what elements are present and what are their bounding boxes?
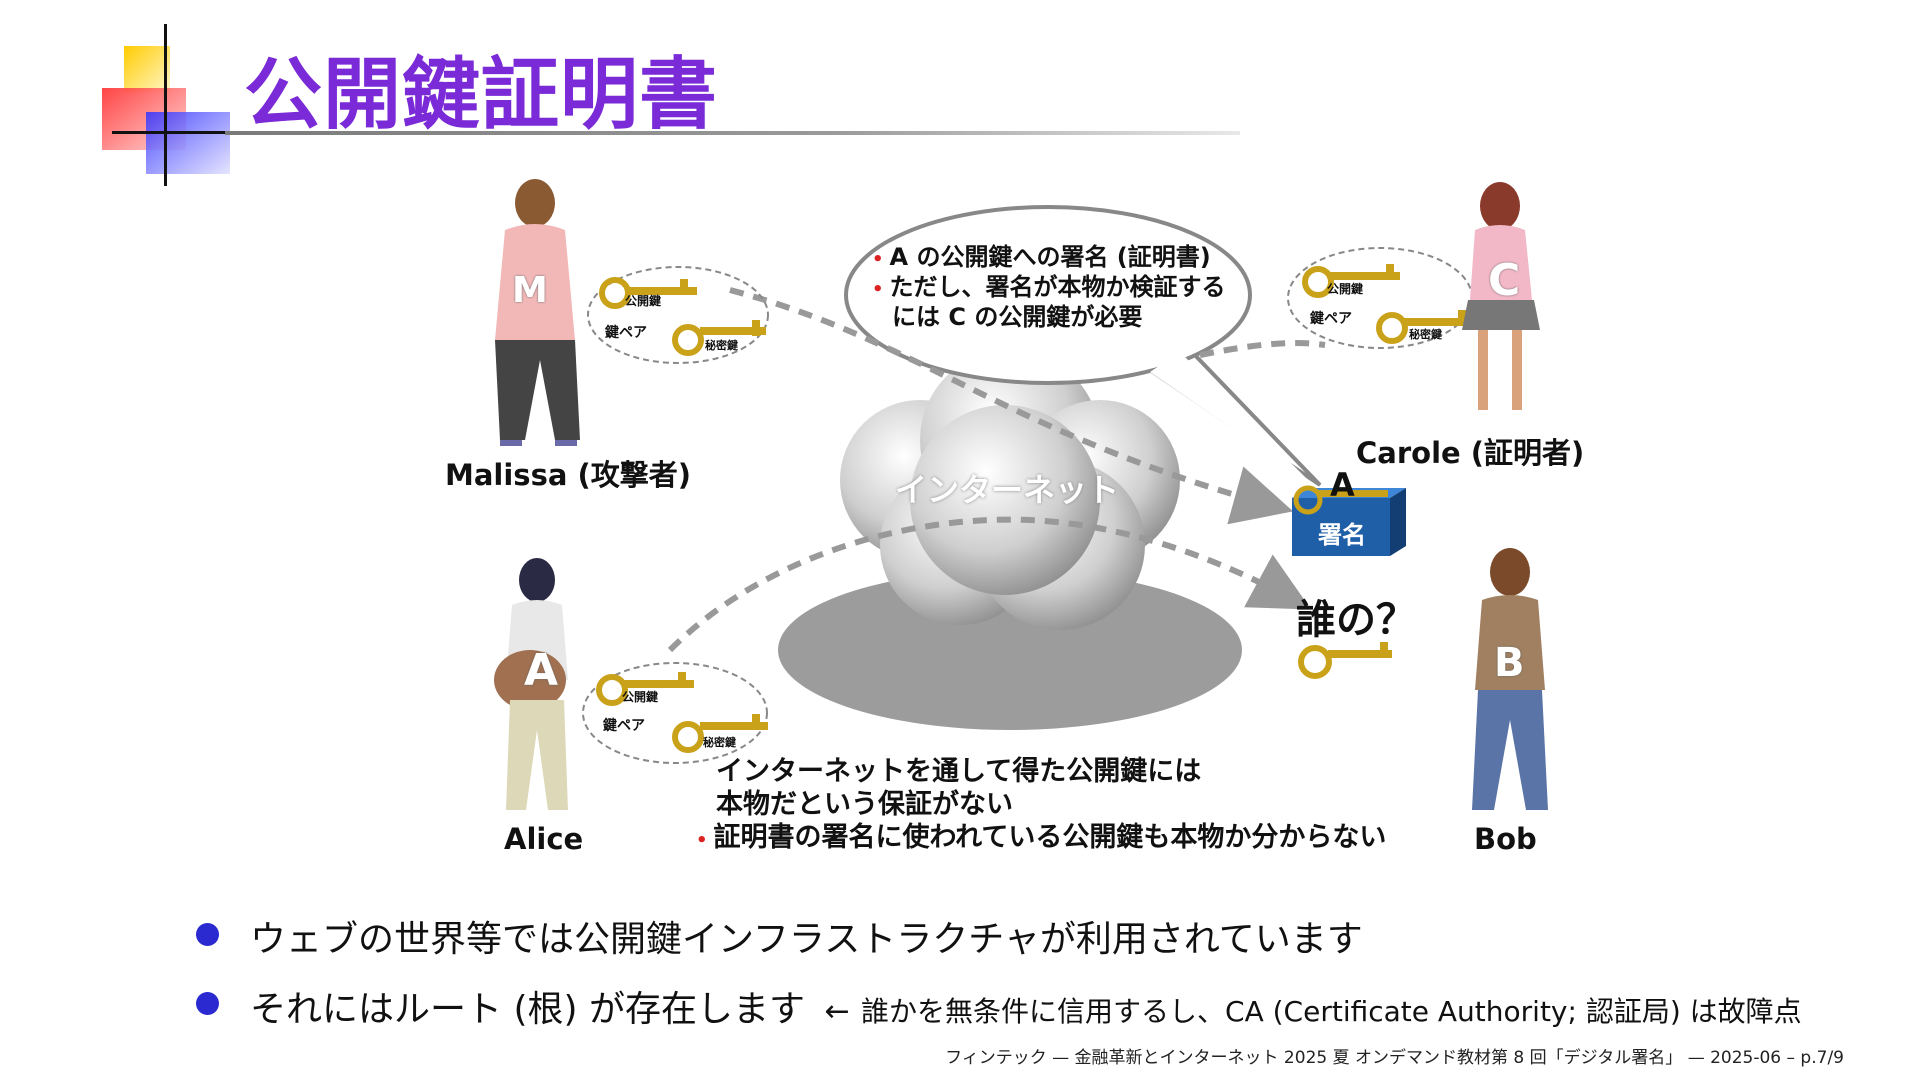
malissa-public-key-label: 公開鍵	[625, 294, 662, 308]
bullet-dot-1	[196, 923, 219, 946]
bullet-text-1: ウェブの世界等では公開鍵インフラストラクチャが利用されています	[250, 919, 1363, 960]
carole-figure	[1462, 182, 1540, 410]
carole-public-key-label: 公開鍵	[1327, 282, 1364, 296]
note-line-2: 本物だという保証がない	[716, 789, 1013, 820]
signature-box-letter: A	[1330, 466, 1355, 504]
keypair-carole	[1287, 247, 1473, 349]
alice-letter: A	[524, 645, 559, 696]
carole-letter: C	[1488, 255, 1521, 306]
alice-private-key-label: 秘密鍵	[703, 736, 736, 749]
signature-box-label: 署名	[1318, 521, 1366, 549]
whose-label: 誰の？	[1296, 597, 1416, 643]
bubble-line-3: には C の公開鍵が必要	[892, 303, 1143, 331]
keypair-alice	[582, 662, 768, 764]
bullet-2-main: それにはルート (根) が存在します	[250, 989, 805, 1030]
alice-label: Alice	[504, 822, 584, 856]
note-line-3-text: 証明書の署名に使われている公開鍵も本物か分からない	[713, 822, 1387, 853]
bubble-line-2: •ただし、署名が本物か検証する	[872, 272, 1226, 305]
internet-label: インターネット	[895, 471, 1120, 509]
alice-public-key-label: 公開鍵	[622, 690, 659, 704]
bubble-line-2-text: ただし、署名が本物か検証する	[889, 273, 1226, 301]
path-alice	[667, 516, 1312, 653]
carole-label: Carole (証明者)	[1356, 436, 1585, 470]
cloud-shadow	[778, 570, 1242, 730]
bubble-bullet-icon: •	[872, 249, 884, 270]
speech-bubble	[844, 205, 1322, 487]
slide-title: 公開鍵証明書	[244, 50, 719, 140]
malissa-keypair-label: 鍵ペア	[605, 325, 647, 341]
corner-decoration	[102, 46, 230, 174]
malissa-figure	[495, 179, 580, 446]
keypair-malissa	[587, 266, 769, 364]
path-malissa	[729, 287, 1294, 525]
signature-box	[1292, 485, 1406, 556]
note-line-1: インターネットを通して得た公開鍵には	[716, 756, 1202, 787]
bullet-2-note: 誰かを無条件に信用するし、CA (Certificate Authority; …	[861, 995, 1802, 1028]
note-bullet-icon: •	[696, 830, 708, 851]
corner-vertical-line	[164, 24, 167, 186]
slide-footer: フィンテック — 金融革新とインターネット 2025 夏 オンデマンド教材第 8…	[945, 1048, 1844, 1068]
corner-horizontal-line	[112, 131, 230, 134]
bubble-bullet-icon: •	[872, 279, 884, 300]
bob-letter: B	[1494, 640, 1525, 686]
bob-label: Bob	[1474, 822, 1537, 856]
title-rule	[225, 131, 1240, 135]
malissa-letter: M	[512, 270, 548, 311]
bubble-line-1-text: A の公開鍵への署名 (証明書)	[889, 243, 1211, 271]
malissa-private-key-label: 秘密鍵	[705, 339, 738, 352]
bullet-dot-2	[196, 992, 219, 1015]
bullet-2-arrow: ←	[824, 994, 850, 1029]
alice-figure	[494, 558, 568, 810]
note-line-3: •証明書の署名に使われている公開鍵も本物か分からない	[696, 821, 1386, 858]
received-key	[1298, 642, 1392, 679]
bob-figure	[1472, 548, 1548, 810]
carole-private-key-label: 秘密鍵	[1409, 328, 1442, 341]
malissa-label: Malissa (攻撃者)	[445, 458, 692, 492]
bubble-line-1: •A の公開鍵への署名 (証明書)	[872, 242, 1211, 275]
internet-cloud	[840, 350, 1180, 630]
bullet-text-2: それにはルート (根) が存在します ← 誰かを無条件に信用するし、CA (Ce…	[250, 980, 1802, 1032]
carole-keypair-label: 鍵ペア	[1310, 311, 1352, 327]
path-carole	[1199, 340, 1326, 358]
alice-keypair-label: 鍵ペア	[603, 718, 645, 734]
